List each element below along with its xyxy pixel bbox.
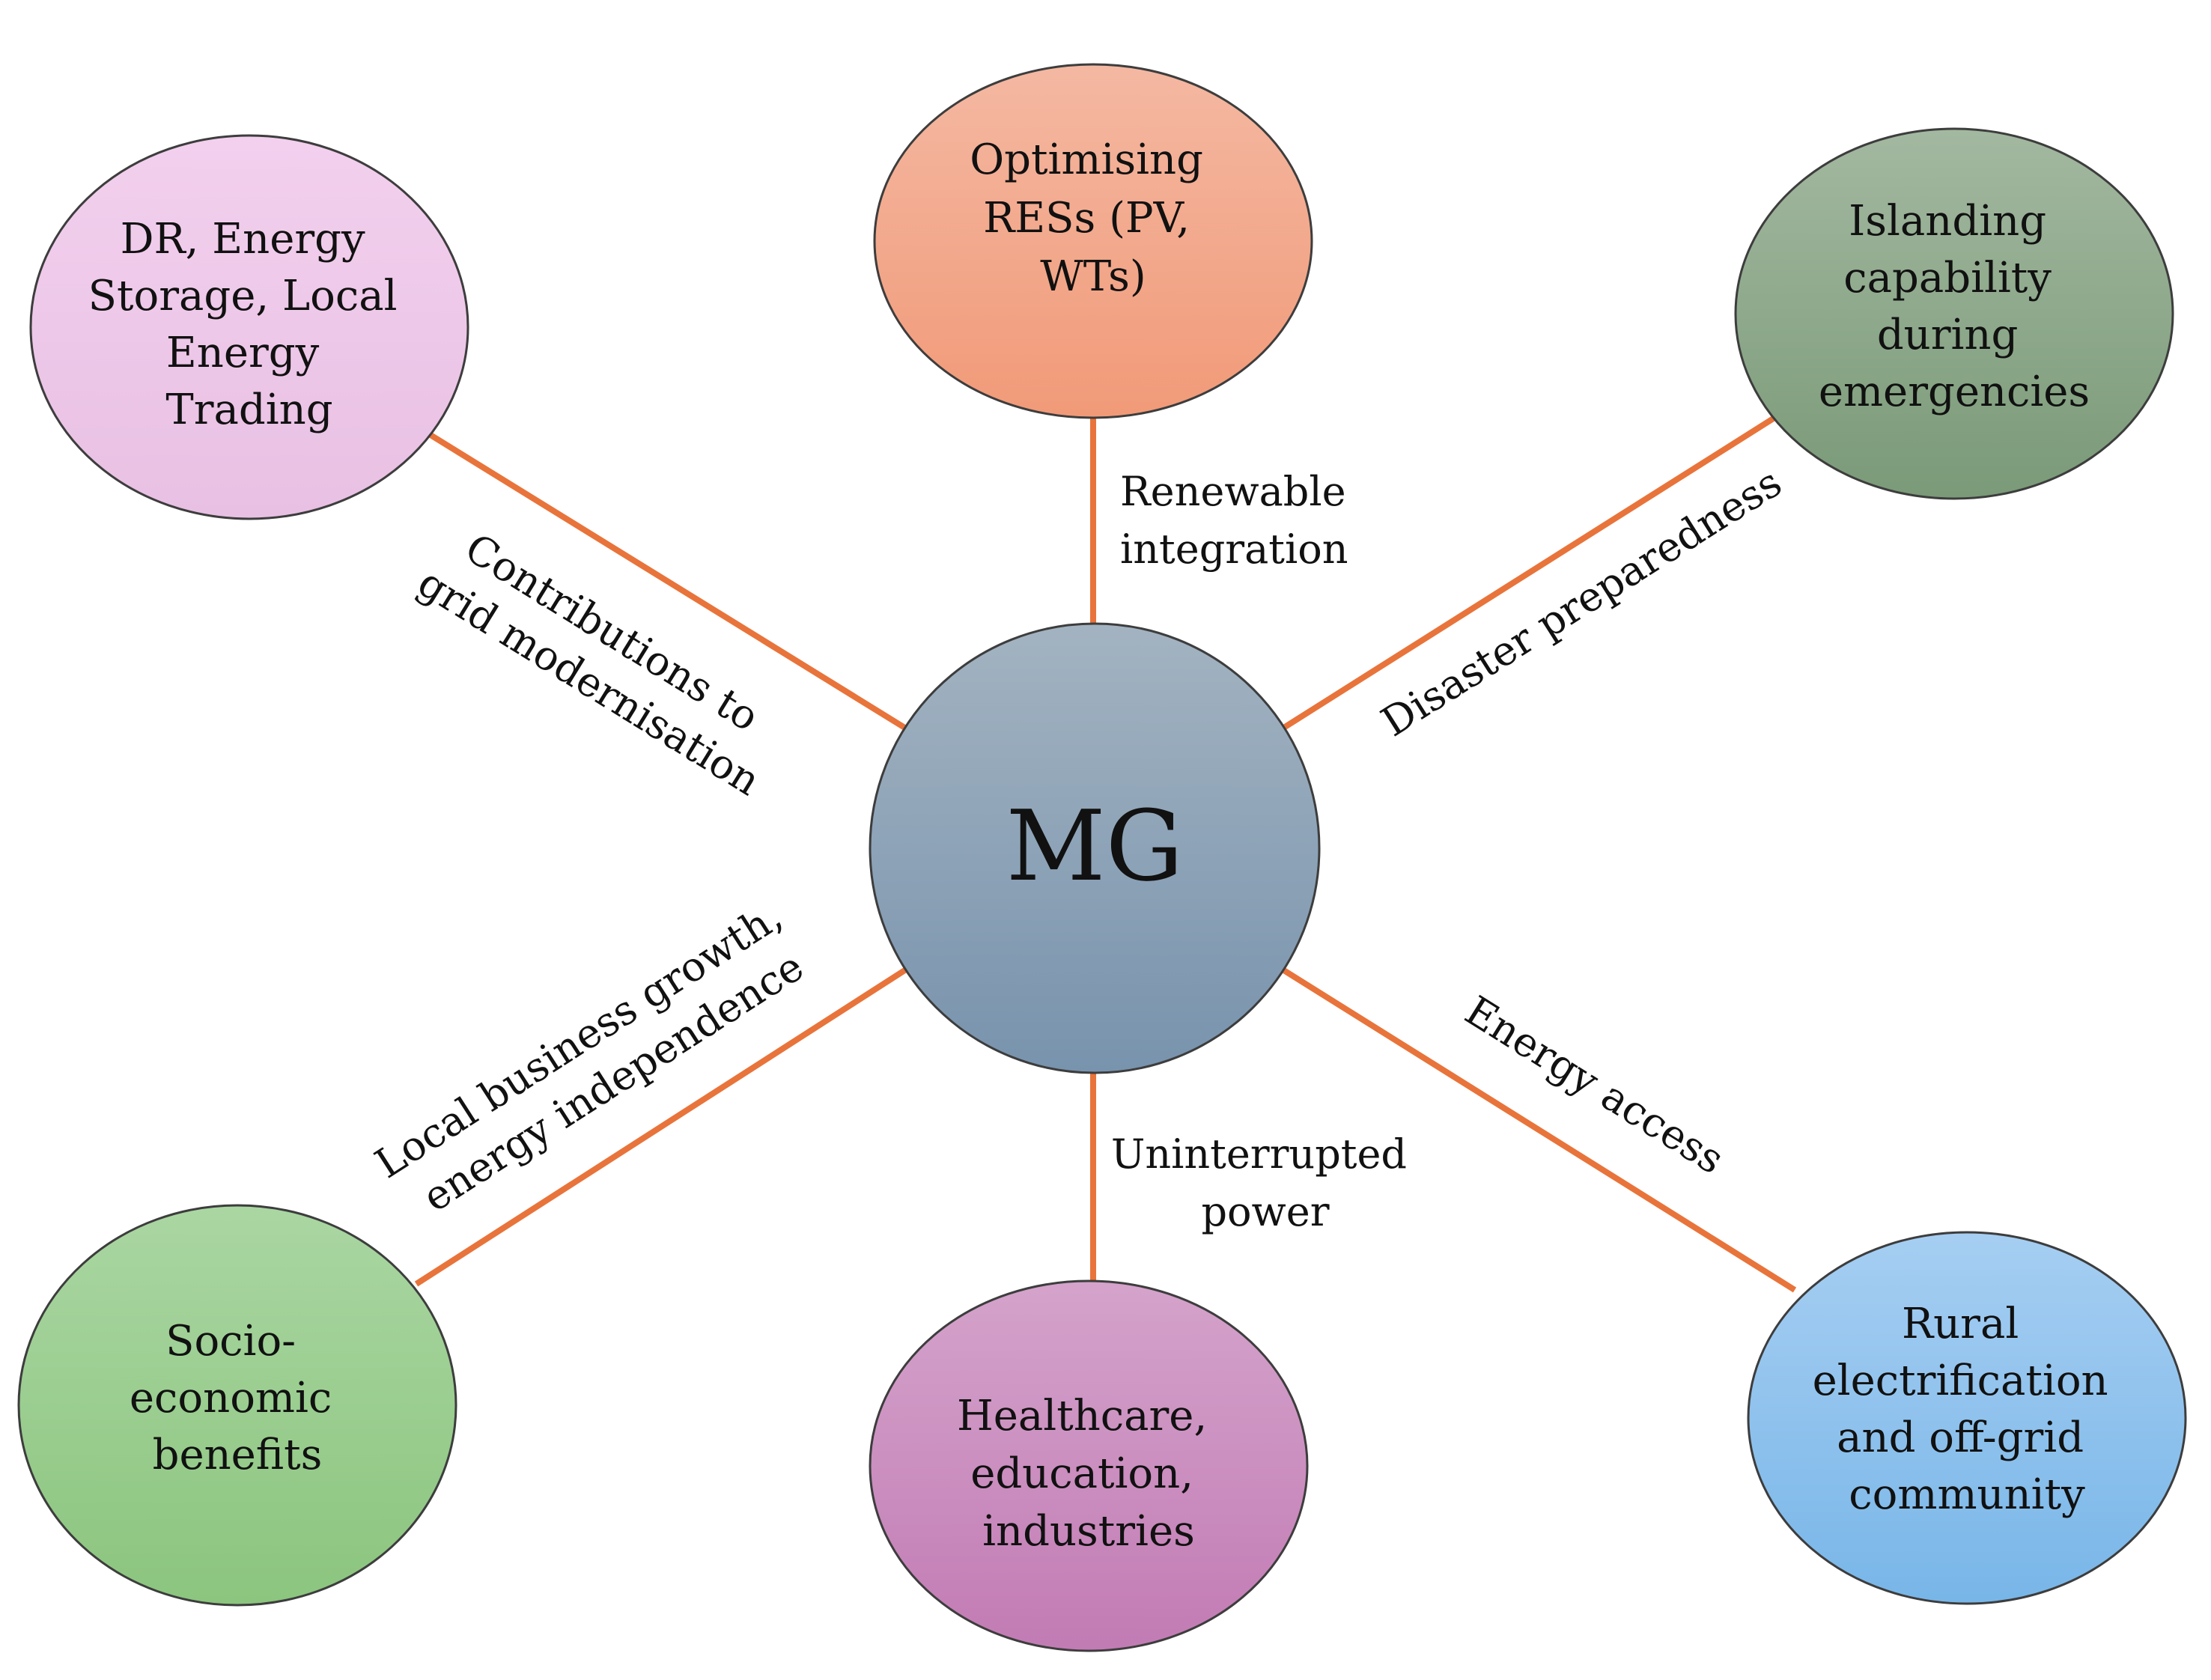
edge-label-local-business-growth: Local business growth, energy independen… [367, 886, 830, 1233]
node-label-line: Trading [165, 386, 332, 434]
node-islanding: Islanding capability during emergencies [1734, 127, 2174, 500]
node-label: Healthcare, education, industries [957, 1392, 1220, 1556]
edge-label-line: power [1201, 1188, 1329, 1235]
node-label-line: education, [970, 1449, 1193, 1498]
node-label-line: RESs (PV, [983, 194, 1190, 243]
node-ellipse [1734, 127, 2174, 500]
node-label-line: Islanding [1849, 197, 2046, 246]
node-label: DR, Energy Storage, Local Energy Trading [88, 215, 411, 434]
node-label-line: Energy [166, 329, 320, 377]
node-label-line: community [1849, 1470, 2085, 1519]
edge-label-renewable-integration: Renewable integration [1120, 468, 1359, 573]
center-circle [869, 622, 1321, 1074]
node-label: Socio- economic benefits [130, 1317, 345, 1479]
node-label-line: capability [1843, 254, 2052, 302]
edge-label-uninterrupted-power: Uninterrupted power [1111, 1130, 1420, 1235]
node-label-line: Healthcare, [957, 1392, 1207, 1440]
node-ellipse [29, 134, 469, 520]
node-label: Islanding capability during emergencies [1819, 197, 2090, 416]
node-label-line: WTs) [1040, 252, 1146, 301]
node-ellipse [873, 63, 1313, 419]
edge-label-line: Renewable [1120, 468, 1346, 515]
edge-label-energy-access: Energy access [1457, 987, 1733, 1183]
node-label-line: electrification [1813, 1357, 2108, 1405]
node-label-line: and off-grid [1837, 1413, 2084, 1462]
node-label-line: Storage, Local [88, 272, 398, 320]
node-label-line: industries [982, 1507, 1195, 1556]
node-label-line: DR, Energy [121, 215, 365, 264]
node-label-line: Optimising [970, 136, 1203, 184]
node-socio-economic: Socio- economic benefits [17, 1204, 457, 1607]
node-label-line: emergencies [1819, 368, 2090, 416]
node-label-line: Socio- [165, 1317, 296, 1366]
edge-label-line: Local business growth, [367, 892, 791, 1187]
node-label-line: Rural [1902, 1300, 2019, 1348]
node-optimising-res: Optimising RESs (PV, WTs) [873, 63, 1313, 419]
edge-label-grid-modernisation: Contributions to grid modernisation [410, 513, 797, 805]
node-ellipse [17, 1204, 457, 1607]
center-label: MG [1006, 789, 1184, 903]
edge-label-line: integration [1120, 526, 1348, 573]
connector-energy-access [1280, 967, 1797, 1293]
node-healthcare: Healthcare, education, industries [869, 1279, 1309, 1652]
edge-label-line: Disaster preparedness [1373, 459, 1789, 746]
node-label: Rural electrification and off-grid commu… [1813, 1300, 2122, 1519]
connector-grid-modernisation [428, 432, 908, 731]
edge-label-line: Uninterrupted [1111, 1130, 1407, 1178]
connector-lines [414, 415, 1797, 1293]
edge-label-disaster-preparedness: Disaster preparedness [1373, 459, 1789, 746]
connector-disaster-preparedness [1280, 415, 1777, 731]
edge-label-line: Energy access [1457, 987, 1733, 1183]
node-ellipse [1747, 1231, 2187, 1605]
node-label-line: benefits [153, 1431, 323, 1479]
node-rural-electrification: Rural electrification and off-grid commu… [1747, 1231, 2187, 1605]
node-label-line: economic [130, 1374, 332, 1422]
node-dr-storage: DR, Energy Storage, Local Energy Trading [29, 134, 469, 520]
node-ellipse [869, 1279, 1309, 1652]
node-label: Optimising RESs (PV, WTs) [970, 136, 1217, 301]
node-label-line: during [1877, 311, 2019, 359]
connector-local-business-growth [414, 967, 908, 1287]
center-node-mg: MG [869, 622, 1321, 1074]
